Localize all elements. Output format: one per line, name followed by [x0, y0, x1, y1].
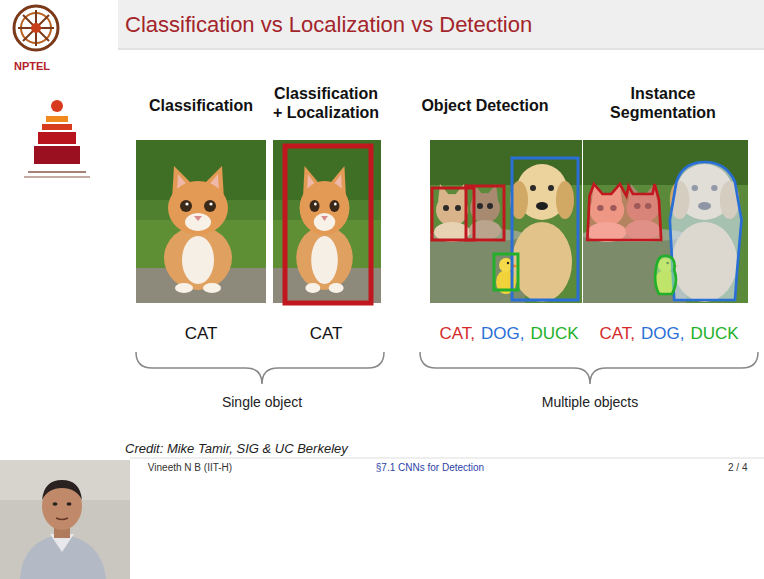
footer-rule: [130, 458, 764, 459]
class-label: CAT: [161, 324, 241, 344]
title-band: [118, 0, 764, 50]
footer-section: §7.1 CNNs for Detection: [330, 462, 530, 474]
column-heading: Object Detection: [405, 96, 565, 115]
segmentation-image: [582, 140, 748, 303]
image-credit: Credit: Mike Tamir, SIG & UC Berkeley: [125, 441, 348, 457]
group-braces: [136, 352, 758, 384]
slide-title: Classification vs Localization vs Detect…: [125, 12, 532, 38]
nptel-logo: [14, 6, 58, 50]
localization-image: [273, 140, 381, 303]
class-label: CAT,: [599, 324, 635, 344]
column-heading: Classification: [131, 96, 271, 115]
footer-author: Vineeth N B (IIT-H): [120, 462, 260, 474]
class-label: DUCK: [530, 324, 578, 344]
class-label-row: CAT, DOG, DUCK: [439, 324, 578, 344]
classification-image: [136, 140, 266, 303]
column-heading: Classification + Localization: [270, 84, 382, 122]
class-label: DUCK: [690, 324, 738, 344]
logo-caption: NPTEL: [14, 60, 50, 73]
segmentation-picture: [582, 140, 748, 303]
iith-logo: [24, 100, 90, 177]
presenter-video: [0, 460, 130, 579]
column-heading: Instance Segmentation: [607, 84, 719, 122]
class-label: CAT,: [439, 324, 475, 344]
class-label-row: CAT, DOG, DUCK: [599, 324, 738, 344]
class-label: CAT: [286, 324, 366, 344]
detection-image: [429, 140, 582, 303]
class-label: DOG,: [481, 324, 524, 344]
page-number: 2 / 4: [728, 462, 747, 474]
group-label: Single object: [182, 394, 342, 411]
group-label: Multiple objects: [500, 394, 680, 411]
class-label: DOG,: [641, 324, 684, 344]
